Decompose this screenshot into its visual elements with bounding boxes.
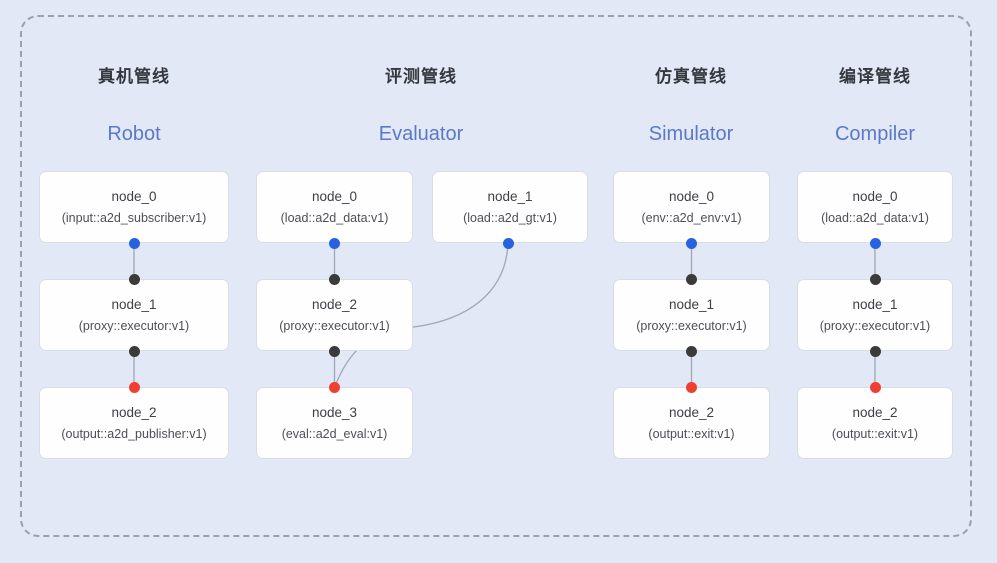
- node-type: (env::a2d_env:v1): [641, 210, 742, 225]
- node-name: node_2: [111, 405, 157, 420]
- node-box-evaluator-node_2: node_2(proxy::executor:v1): [256, 279, 413, 351]
- port-dot-blue: [686, 237, 697, 249]
- node-type: (input::a2d_subscriber:v1): [61, 210, 207, 225]
- node-box-robot-node_2: node_2(output::a2d_publisher:v1): [39, 387, 229, 459]
- node-name: node_2: [668, 405, 715, 420]
- port-dot-black: [329, 273, 340, 285]
- port-dot-black: [128, 345, 140, 357]
- dashed-frame: [20, 15, 972, 537]
- node-name: node_0: [111, 189, 157, 204]
- node-box-evaluator-node_1: node_1(load::a2d_gt:v1): [432, 171, 588, 243]
- port-dot-black: [869, 345, 881, 357]
- node-box-compiler-node_1: node_1(proxy::executor:v1): [797, 279, 953, 351]
- port-dot-blue: [128, 237, 140, 249]
- node-name: node_0: [852, 189, 898, 204]
- node-type: (output::exit:v1): [648, 426, 735, 441]
- node-type: (proxy::executor:v1): [279, 318, 390, 333]
- node-type: (eval::a2d_eval:v1): [281, 426, 388, 441]
- pipeline-title-en-simulator: Simulator: [648, 123, 734, 145]
- node-box-simulator-node_2: node_2(output::exit:v1): [613, 387, 770, 459]
- port-dot-red: [329, 381, 340, 393]
- pipeline-title-cn-evaluator: 评测管线: [385, 67, 457, 86]
- port-dot-blue: [329, 237, 340, 249]
- node-type: (proxy::executor:v1): [636, 318, 747, 333]
- port-dot-red: [686, 381, 697, 393]
- pipeline-title-cn-simulator: 仿真管线: [655, 67, 727, 86]
- node-box-simulator-node_0: node_0(env::a2d_env:v1): [613, 171, 770, 243]
- node-name: node_1: [111, 297, 157, 312]
- node-name: node_1: [852, 297, 898, 312]
- node-name: node_1: [668, 297, 715, 312]
- node-name: node_3: [311, 405, 358, 420]
- node-type: (load::a2d_data:v1): [280, 210, 389, 225]
- node-type: (proxy::executor:v1): [78, 318, 190, 333]
- port-dot-black: [686, 273, 697, 285]
- pipeline-title-cn-compiler: 编译管线: [839, 67, 911, 86]
- pipeline-title-cn-robot: 真机管线: [98, 67, 170, 86]
- node-box-evaluator-node_0: node_0(load::a2d_data:v1): [256, 171, 413, 243]
- node-name: node_2: [311, 297, 358, 312]
- port-dot-blue: [869, 237, 881, 249]
- port-dot-red: [869, 381, 881, 393]
- port-dot-black: [329, 345, 340, 357]
- node-box-compiler-node_2: node_2(output::exit:v1): [797, 387, 953, 459]
- node-box-robot-node_0: node_0(input::a2d_subscriber:v1): [39, 171, 229, 243]
- node-name: node_0: [668, 189, 715, 204]
- pipeline-title-en-robot: Robot: [107, 123, 161, 145]
- port-dot-black: [869, 273, 881, 285]
- node-box-compiler-node_0: node_0(load::a2d_data:v1): [797, 171, 953, 243]
- node-type: (proxy::executor:v1): [819, 318, 931, 333]
- node-name: node_2: [852, 405, 898, 420]
- port-dot-black: [686, 345, 697, 357]
- node-type: (output::a2d_publisher:v1): [61, 426, 207, 441]
- node-type: (load::a2d_data:v1): [821, 210, 929, 225]
- node-name: node_1: [487, 189, 533, 204]
- node-box-simulator-node_1: node_1(proxy::executor:v1): [613, 279, 770, 351]
- node-box-evaluator-node_3: node_3(eval::a2d_eval:v1): [256, 387, 413, 459]
- pipeline-title-en-evaluator: Evaluator: [378, 123, 464, 145]
- node-name: node_0: [311, 189, 358, 204]
- node-type: (load::a2d_gt:v1): [463, 210, 557, 225]
- pipeline-title-en-compiler: Compiler: [834, 123, 916, 145]
- node-box-robot-node_1: node_1(proxy::executor:v1): [39, 279, 229, 351]
- port-dot-black: [128, 273, 140, 285]
- port-dot-blue: [502, 237, 514, 249]
- node-type: (output::exit:v1): [831, 426, 919, 441]
- port-dot-red: [128, 381, 140, 393]
